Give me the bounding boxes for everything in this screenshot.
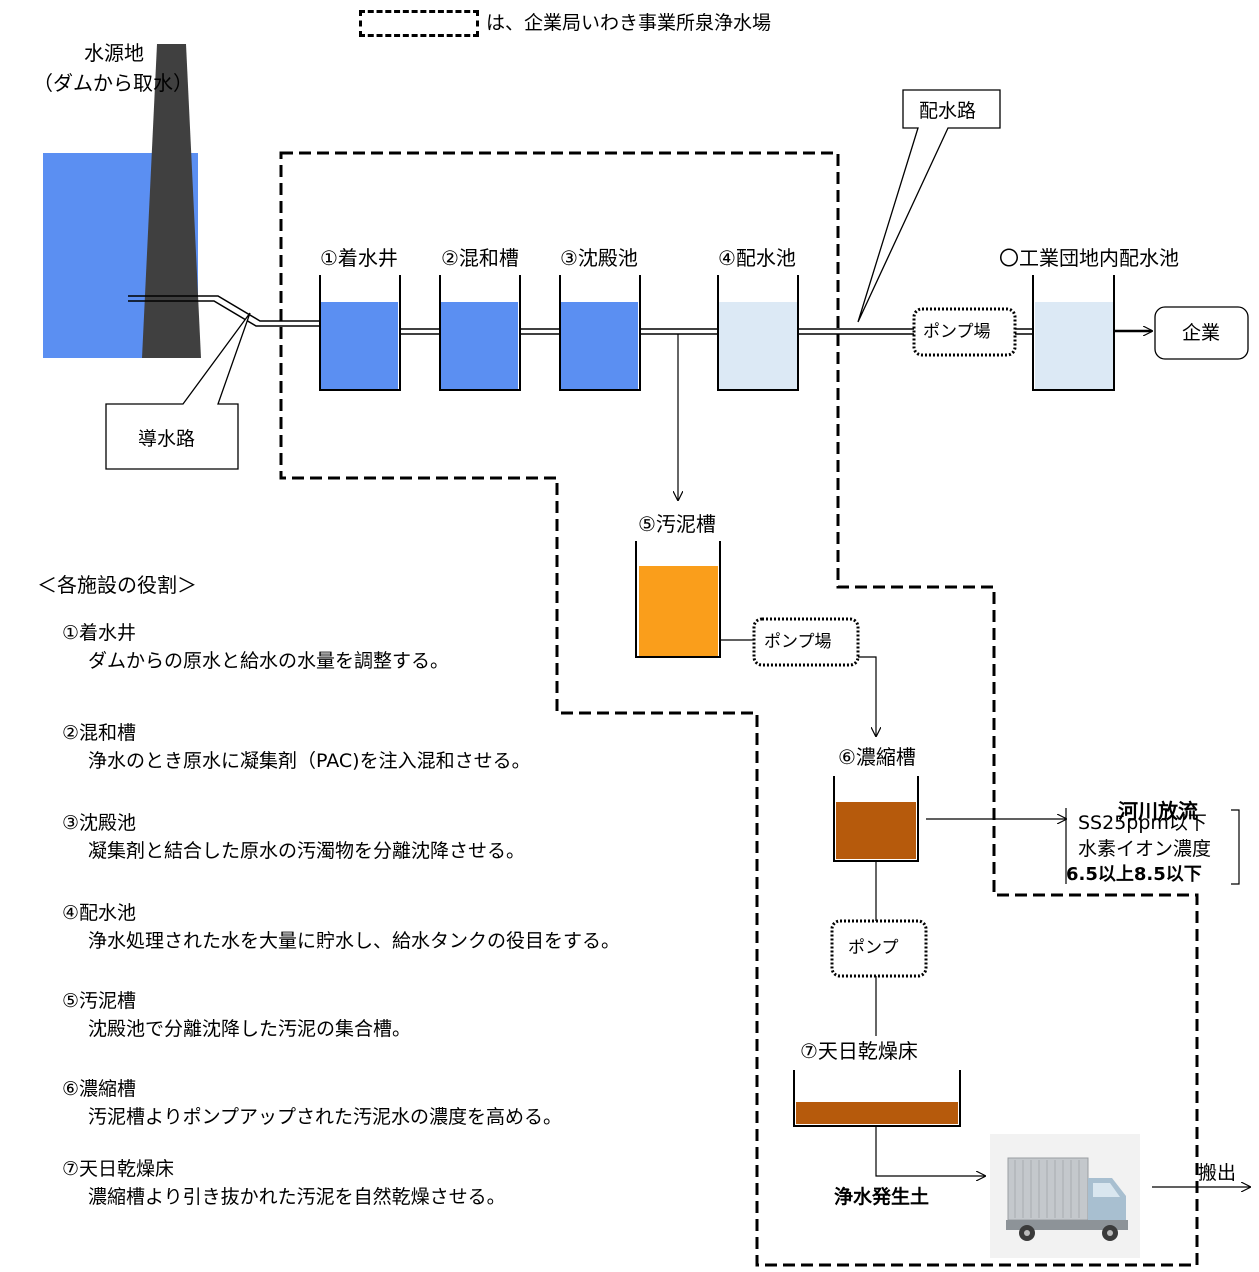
distribution-channel-label: 配水路 <box>919 100 977 122</box>
pump-station-2-label: ポンプ場 <box>764 632 832 652</box>
tank-7-sludge <box>796 1102 958 1124</box>
company-box <box>1154 306 1249 360</box>
tank-pipes <box>400 328 1033 335</box>
soil-label: 浄水発生土 <box>834 1186 930 1208</box>
role-2-desc: 浄水のとき原水に凝集剤（PAC)を注入混和させる。 <box>88 750 531 772</box>
role-4-desc: 浄水処理された水を大量に貯水し、給水タンクの役目をする。 <box>88 930 621 952</box>
role-5-desc: 沈殿池で分離沈降した汚泥の集合槽。 <box>88 1018 412 1040</box>
tank-5-walls <box>635 541 721 658</box>
role-6-name: ⑥濃縮槽 <box>62 1078 137 1100</box>
tank-5-sludge <box>639 566 718 656</box>
role-7-name: ⑦天日乾燥床 <box>62 1158 175 1180</box>
tank-4-water <box>719 302 797 390</box>
pump-label: ポンプ <box>848 938 899 958</box>
tank-2-label: ②混和槽 <box>441 246 519 270</box>
tank-4-label: ④配水池 <box>718 246 796 270</box>
tank-6-sludge <box>836 802 916 859</box>
intake-callout <box>105 312 251 470</box>
tank-3-walls <box>559 275 641 391</box>
tank-1-water <box>321 302 398 390</box>
tank-3-label: ③沈殿池 <box>560 246 638 270</box>
role-7-desc: 濃縮槽より引き抜かれた汚泥を自然乾燥させる。 <box>88 1186 506 1208</box>
legend-dashed-box <box>359 10 479 37</box>
river-bracket-right <box>1231 809 1240 885</box>
tank-2-walls <box>439 275 521 391</box>
industrial-reservoir-label: 〇工業団地内配水池 <box>999 246 1179 270</box>
tank-1-walls <box>319 275 401 391</box>
role-4-name: ④配水池 <box>62 902 137 924</box>
intake-pipe <box>128 295 320 327</box>
pump-box <box>830 919 928 978</box>
carry-out-label: 搬出 <box>1198 1162 1237 1184</box>
legend-text: は、企業局いわき事業所泉浄水場 <box>486 12 772 34</box>
source-subtitle: （ダムから取水） <box>33 71 193 95</box>
river-line-2: 水素イオン濃度 <box>1078 838 1212 860</box>
role-1-desc: ダムからの原水と給水の水量を調整する。 <box>88 650 450 672</box>
tank-5-label: ⑤汚泥槽 <box>638 512 716 536</box>
tank-4-walls <box>717 275 799 391</box>
pump-station-1-label: ポンプ場 <box>923 322 991 342</box>
tank-7-walls <box>793 1070 961 1127</box>
dam-structure <box>142 44 201 358</box>
industrial-reservoir-walls <box>1032 275 1115 391</box>
industrial-reservoir-water <box>1035 302 1113 390</box>
truck-icon <box>990 1134 1140 1258</box>
river-line-1: SS25ppm以下 <box>1078 812 1207 834</box>
intake-canal-label: 導水路 <box>138 428 196 450</box>
bed-to-truck-arrow <box>875 1126 985 1176</box>
company-label: 企業 <box>1182 322 1221 344</box>
role-6-desc: 汚泥槽よりポンプアップされた汚泥水の濃度を高める。 <box>88 1106 563 1128</box>
source-title: 水源地 <box>84 41 144 65</box>
pump-station-1-box <box>912 307 1017 357</box>
tank-7-label: ⑦天日乾燥床 <box>800 1039 918 1063</box>
role-5-name: ⑤汚泥槽 <box>62 990 137 1012</box>
tank-6-label: ⑥濃縮槽 <box>838 745 916 769</box>
roles-heading: ＜各施設の役割＞ <box>37 573 197 597</box>
tank-3-water <box>561 302 638 390</box>
role-2-name: ②混和槽 <box>62 722 137 744</box>
pump-station-2-box <box>752 617 860 667</box>
plant-boundary <box>279 151 1199 1267</box>
pump-to-thickener-line <box>858 656 876 736</box>
tank-2-water <box>441 302 518 390</box>
role-1-name: ①着水井 <box>62 622 137 644</box>
role-3-name: ③沈殿池 <box>62 812 137 834</box>
river-title: 河川放流 <box>1118 799 1198 823</box>
role-3-desc: 凝集剤と結合した原水の汚濁物を分離沈降させる。 <box>88 840 526 862</box>
distribution-callout <box>857 89 1001 323</box>
tank-1-label: ①着水井 <box>320 246 398 270</box>
river-line-3: 6.5以上8.5以下 <box>1066 864 1202 885</box>
